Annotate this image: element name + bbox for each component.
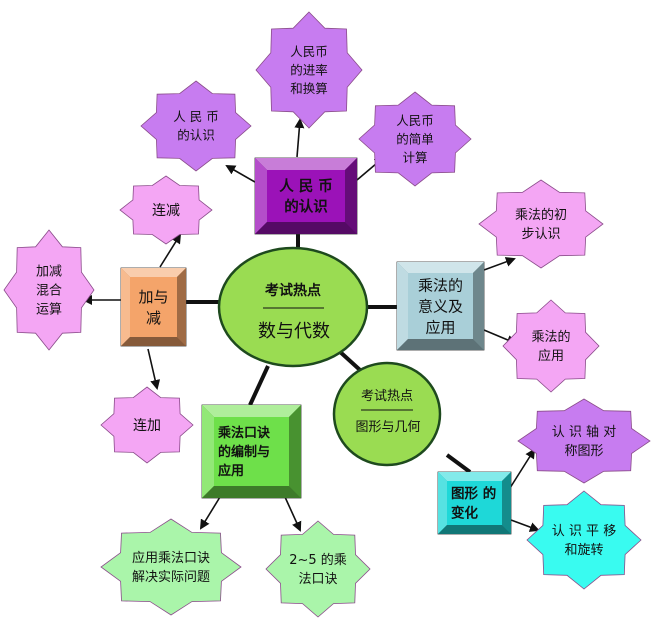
star-shape bbox=[502, 299, 600, 393]
star-label: 连减 bbox=[152, 203, 180, 219]
star-label: 2~5 的乘 bbox=[289, 552, 347, 568]
star-shape bbox=[140, 80, 252, 172]
secondary-node[interactable]: 考试热点 图形与几何 bbox=[332, 361, 442, 467]
star-label: 称图形 bbox=[564, 444, 603, 459]
star-shape bbox=[517, 398, 651, 484]
box-label: 加与 bbox=[138, 288, 168, 306]
box-label: 乘法的 bbox=[418, 276, 463, 294]
star-label: 解决实际问题 bbox=[132, 570, 210, 585]
star-lianadd[interactable]: 连加 bbox=[100, 386, 194, 464]
center-node[interactable]: 考试热点 数与代数 bbox=[217, 246, 369, 368]
box-label: 应用 bbox=[425, 318, 455, 336]
box-label: 变化 bbox=[451, 504, 478, 521]
star-label: 的进率 bbox=[290, 62, 328, 77]
star-label: 连加 bbox=[133, 418, 161, 434]
star-shape bbox=[265, 520, 371, 618]
star-label: 计算 bbox=[402, 150, 427, 165]
star-shape bbox=[100, 386, 194, 464]
box-addsub[interactable]: 加与减 bbox=[120, 267, 187, 347]
star-label: 认 识 平 移 bbox=[552, 524, 616, 539]
star-label: 应用 bbox=[538, 348, 564, 364]
star-label: 步认识 bbox=[521, 227, 560, 242]
star-label: 人民币 bbox=[396, 113, 434, 128]
star-shape bbox=[255, 11, 363, 129]
star-label: 和旋转 bbox=[564, 543, 603, 558]
star-shape bbox=[478, 179, 604, 269]
star-label: 混合 bbox=[36, 284, 62, 299]
star-label: 的简单 bbox=[396, 131, 434, 146]
secondary-subtitle: 图形与几何 bbox=[355, 419, 420, 435]
star-liansub[interactable]: 连减 bbox=[119, 175, 213, 245]
star-shape bbox=[3, 229, 95, 351]
box-label: 应用 bbox=[218, 463, 244, 479]
star-label: 法口诀 bbox=[298, 572, 337, 587]
box-label: 意义及 bbox=[418, 297, 463, 315]
star-label: 乘法的初 bbox=[515, 207, 567, 223]
star-label: 运算 bbox=[36, 303, 62, 318]
box-label: 的编制与 bbox=[218, 444, 270, 460]
star-label: 的认识 bbox=[177, 128, 215, 143]
star-label: 认 识 轴 对 bbox=[552, 425, 616, 440]
star-shape bbox=[526, 490, 642, 590]
center-title: 考试热点 bbox=[265, 282, 321, 299]
secondary-title: 考试热点 bbox=[361, 389, 413, 404]
star-label: 人 民 币 bbox=[173, 109, 218, 124]
center-subtitle: 数与代数 bbox=[258, 321, 330, 342]
connectors bbox=[186, 233, 472, 474]
star-label: 应用乘法口诀 bbox=[132, 550, 210, 566]
star-label: 人民币 bbox=[290, 44, 328, 59]
box-label: 乘法口诀 bbox=[217, 425, 271, 441]
box-label: 的认识 bbox=[284, 197, 328, 215]
star-shape bbox=[100, 518, 242, 616]
box-label: 图形 的 bbox=[451, 485, 496, 502]
star-label: 和换算 bbox=[290, 81, 328, 96]
star-shape bbox=[119, 175, 213, 245]
star-shape bbox=[358, 91, 472, 187]
star-label: 加减 bbox=[36, 265, 62, 280]
star-label: 乘法的 bbox=[531, 329, 570, 345]
box-shape-change[interactable]: 图形 的变化 bbox=[437, 471, 512, 535]
box-label: 人 民 币 bbox=[279, 178, 333, 195]
box-label: 减 bbox=[146, 309, 161, 327]
